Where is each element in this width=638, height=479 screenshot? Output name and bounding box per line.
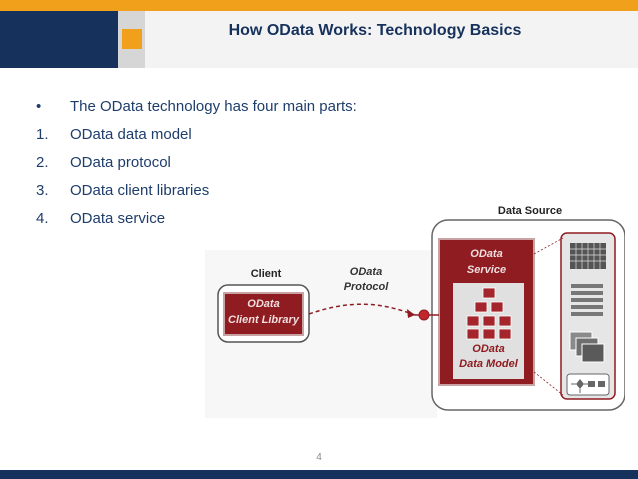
model-label-line1: OData — [472, 343, 505, 355]
hierarchy-node — [466, 315, 480, 327]
bullet-text: OData data model — [70, 126, 192, 143]
bullet-text: OData service — [70, 210, 166, 227]
list-item: 2. OData protocol — [36, 154, 436, 182]
protocol-arrow — [308, 303, 416, 316]
list-item: 1. OData data model — [36, 126, 436, 154]
protocol-arrowhead — [407, 309, 415, 318]
page-number: 4 — [316, 452, 322, 463]
diagram-graphics — [217, 219, 625, 411]
hierarchy-node — [498, 315, 512, 327]
bullet-marker: 4. — [36, 210, 49, 227]
bullet-marker: 3. — [36, 182, 49, 199]
protocol-endpoint — [418, 309, 430, 321]
documents-icon — [569, 331, 605, 363]
client-library-line2: Client Library — [228, 314, 299, 326]
list-item: 4. OData service — [36, 210, 436, 238]
list-icon — [571, 284, 603, 316]
hierarchy-node — [482, 287, 496, 299]
protocol-label-line2: Protocol — [343, 281, 389, 293]
client-library-line1: OData — [247, 298, 280, 310]
model-label-line2: Data Model — [459, 358, 518, 370]
list-item: 3. OData client libraries — [36, 182, 436, 210]
hierarchy-node — [466, 328, 480, 340]
header-band — [145, 11, 638, 68]
bottom-bar — [0, 470, 638, 479]
connector-line — [533, 237, 564, 255]
bullet-text: The OData technology has four main parts… — [70, 98, 357, 115]
odata-architecture-diagram: Client OData Client Library OData Protoc… — [205, 198, 625, 418]
grid-icon — [570, 243, 606, 269]
bullet-marker: 2. — [36, 154, 49, 171]
hierarchy-node — [498, 328, 512, 340]
header-navy-block — [0, 11, 118, 68]
hierarchy-node — [474, 301, 488, 313]
hierarchy-node — [490, 301, 504, 313]
bullet-text: OData client libraries — [70, 182, 210, 199]
header-orange-square — [122, 29, 142, 49]
client-library-box — [223, 292, 304, 336]
protocol-label-line1: OData — [349, 266, 383, 278]
bullet-text: OData protocol — [70, 154, 171, 171]
bullet-list: • The OData technology has four main par… — [36, 98, 436, 238]
top-accent-stripe — [0, 0, 638, 11]
flowchart-icon — [566, 373, 610, 396]
hierarchy-node — [482, 315, 496, 327]
client-label: Client — [250, 268, 282, 280]
service-label-line1: OData — [470, 248, 503, 260]
hierarchy-node — [482, 328, 496, 340]
data-source-label: Data Source — [497, 205, 563, 217]
list-item: • The OData technology has four main par… — [36, 98, 436, 126]
service-label-line2: Service — [466, 264, 507, 276]
slide-title: How OData Works: Technology Basics — [228, 22, 522, 39]
bullet-marker: • — [36, 98, 42, 115]
bullet-marker: 1. — [36, 126, 49, 143]
